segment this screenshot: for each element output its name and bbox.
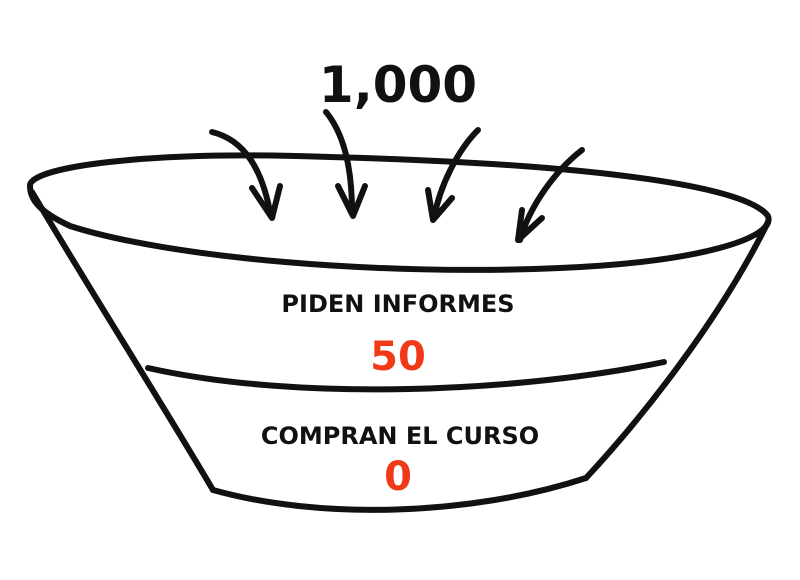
visitors-count: 1,000 [319,56,477,114]
stage-1-label: PIDEN INFORMES [281,290,514,318]
funnel-outline [27,152,772,513]
funnel-right-wall [583,219,771,481]
arrow-4 [515,147,585,243]
arrow-1 [209,129,283,221]
incoming-arrows [209,109,585,243]
stage-1-value: 50 [370,334,426,380]
arrow-3 [425,127,481,223]
funnel-bottom [210,475,589,513]
funnel-rim [27,152,772,273]
stage-2-value: 0 [384,454,412,500]
funnel-middle-band [145,359,667,393]
arrow-2 [323,109,368,219]
funnel-left-wall [29,189,216,493]
stage-2-label: COMPRAN EL CURSO [261,422,539,450]
